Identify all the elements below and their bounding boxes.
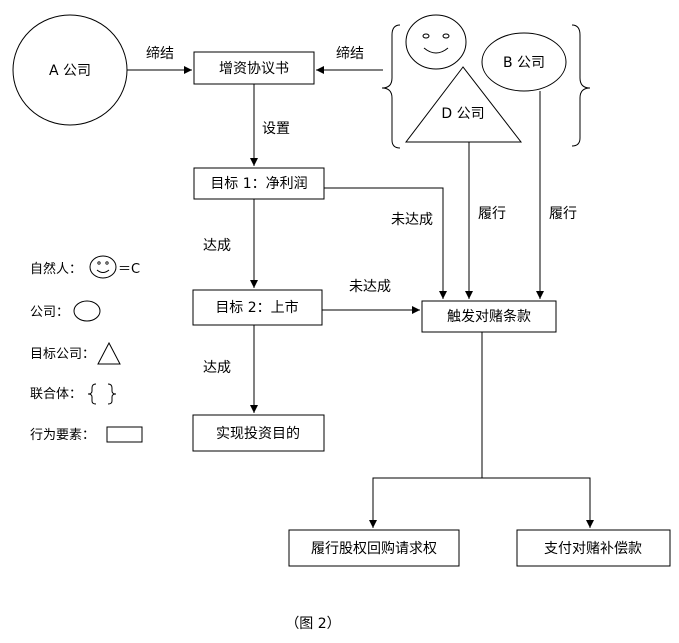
edge-goal1-trigger [324,187,447,299]
achieve-goal-label: 实现投资目的 [216,426,300,442]
company-b-node: B 公司 [481,32,567,92]
goal2-label: 目标 2：上市 [215,299,298,316]
legend-person-label: 自然人： [30,261,82,277]
goal1-node: 目标 1：净利润 [193,167,325,200]
legend-company-label: 公司： [30,305,69,320]
compensation-node: 支付对赌补偿款 [516,529,671,567]
edge-split-compensation [482,477,594,528]
legend-element-label: 行为要素： [30,428,95,443]
company-d-node: D 公司 [404,66,523,143]
agreement-node: 增资协议书 [193,51,315,85]
legend-right-brace-icon [107,383,117,405]
company-a-node: A 公司 [12,14,128,126]
goal1-label: 目标 1：净利润 [210,176,307,192]
edge-label-reached-1: 达成 [203,238,231,254]
legend-person-suffix: ＝C [118,262,140,277]
achieve-goal-node: 实现投资目的 [192,414,325,452]
legend-triangle-icon [97,341,121,365]
legend-company-icon [73,300,101,322]
edge-label-not-reached-1: 未达成 [391,212,433,228]
legend-smiley-icon [89,255,117,279]
edge-label-perform-b: 履行 [549,206,577,222]
goal2-node: 目标 2：上市 [192,289,323,326]
legend-target-label: 目标公司： [30,347,95,362]
edge-label-reached-2: 达成 [203,360,231,376]
edge-label-set: 设置 [262,121,290,137]
figure-caption: （图 2） [285,616,340,632]
company-d-label: D 公司 [441,106,484,122]
edge-label-perform-d: 履行 [478,206,506,222]
buyback-label: 履行股权回购请求权 [311,541,437,557]
trigger-node: 触发对赌条款 [421,300,557,333]
legend-rect-icon [106,426,143,443]
legend-left-brace-icon [87,383,97,405]
smiley-person-icon [405,14,467,70]
company-b-label: B 公司 [503,55,545,71]
legend: 自然人： ＝C 公司： 目标公司： 联合体： 行为要素： [30,255,143,443]
trigger-label: 触发对赌条款 [447,308,531,325]
edge-split-buyback [369,477,482,528]
consortium-right-brace [571,24,591,147]
agreement-label: 增资协议书 [219,61,289,77]
compensation-label: 支付对赌补偿款 [544,541,642,557]
edge-label-sign-a: 缔结 [146,45,174,62]
consortium-left-brace [381,24,401,149]
buyback-node: 履行股权回购请求权 [288,529,460,567]
legend-consortium-label: 联合体： [30,387,82,402]
edge-label-not-reached-2: 未达成 [349,279,391,295]
edge-label-sign-b: 缔结 [336,45,364,62]
company-a-label: A 公司 [49,63,91,79]
